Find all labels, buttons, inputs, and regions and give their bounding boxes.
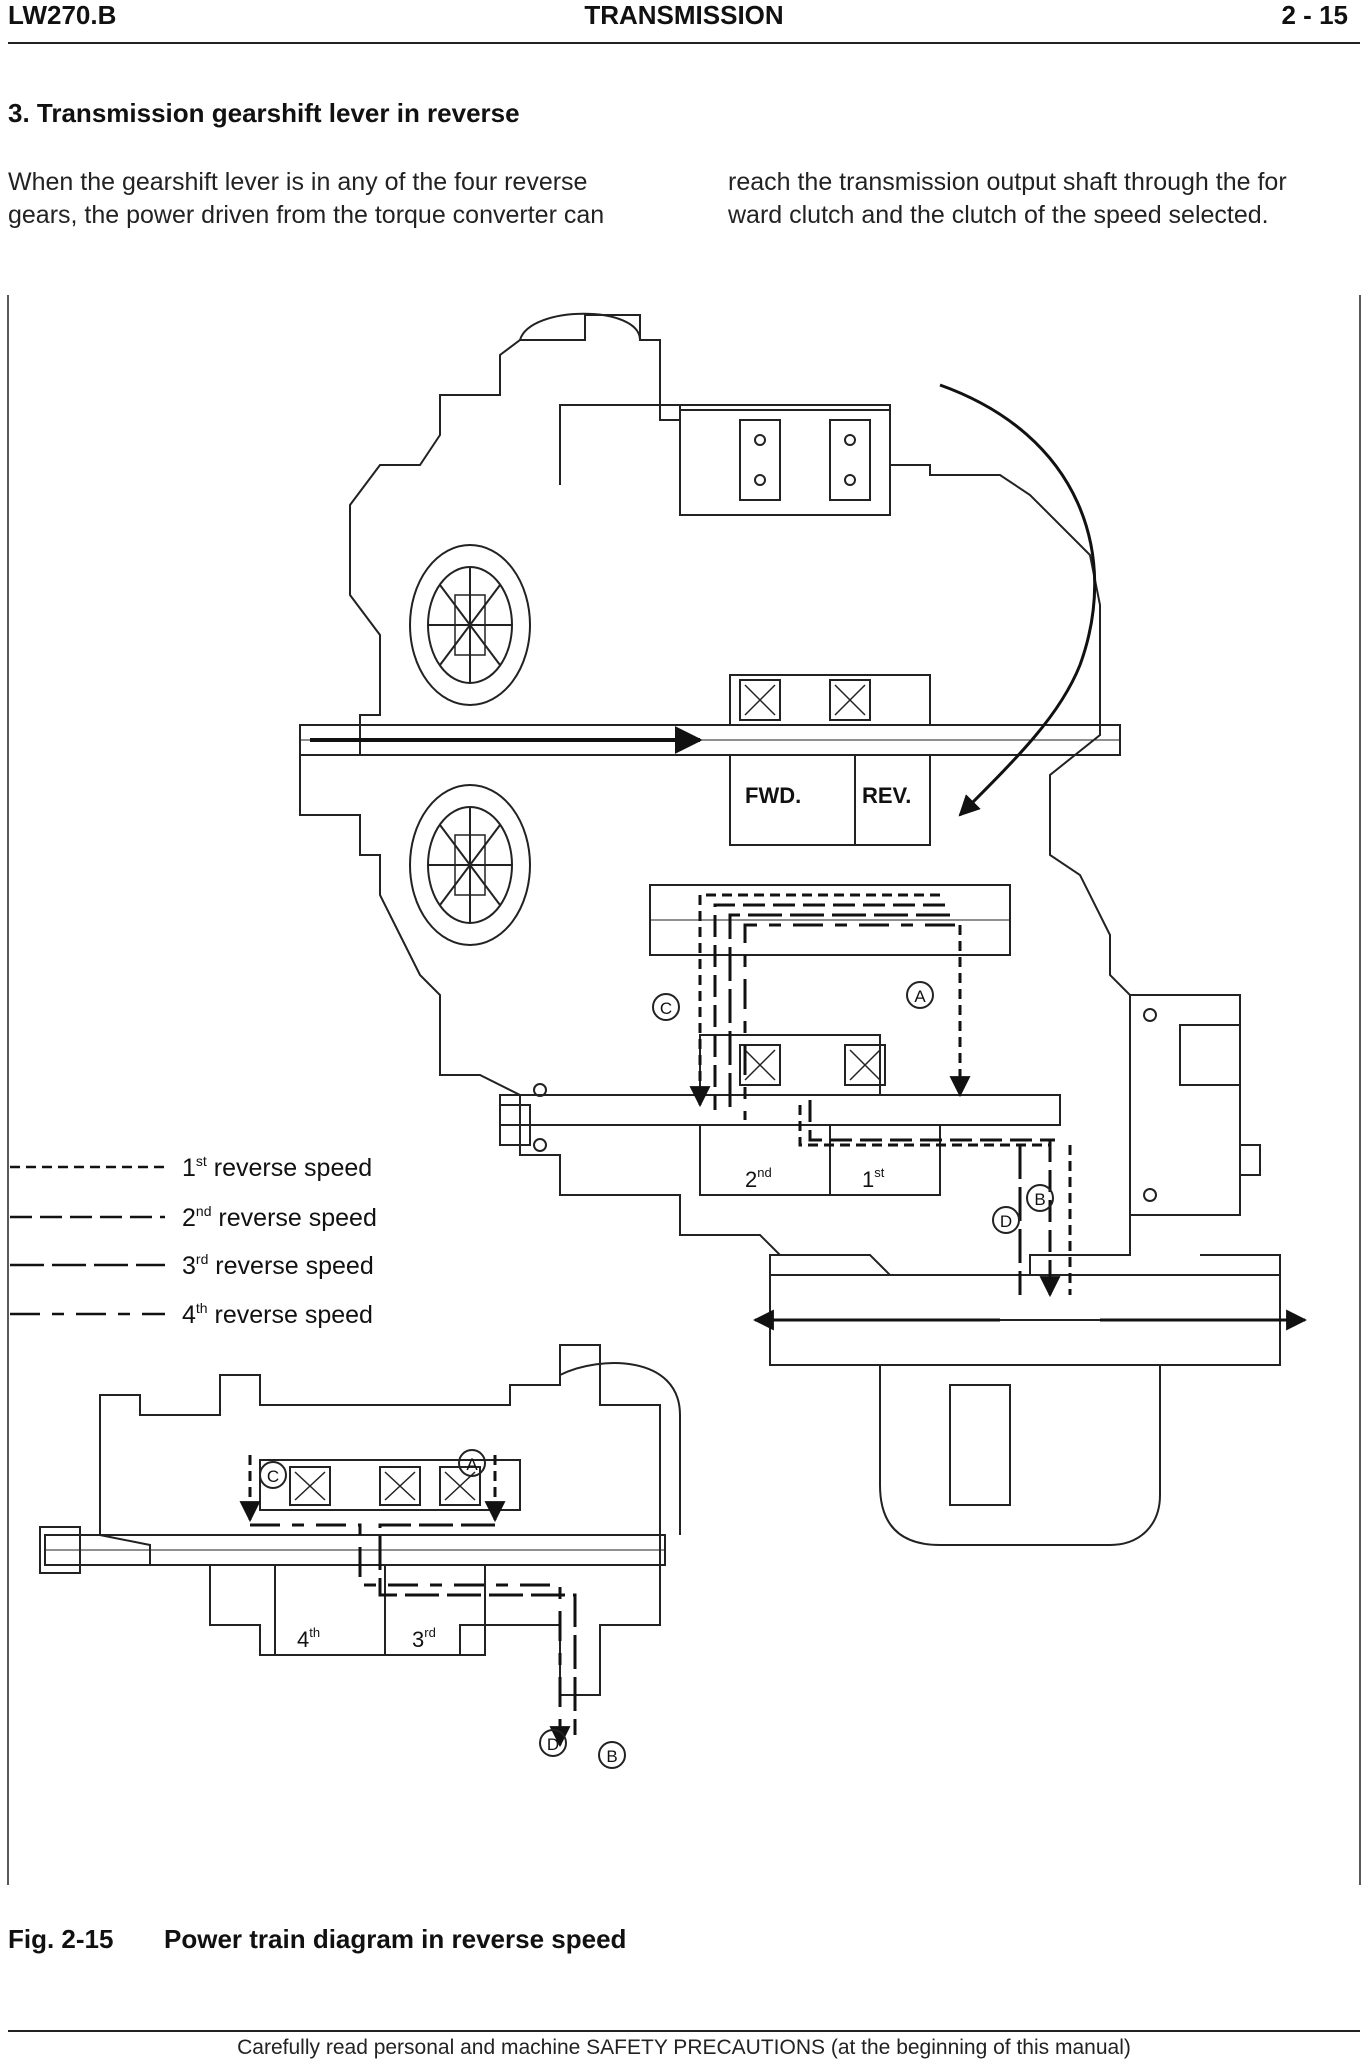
- svg-text:A: A: [914, 987, 926, 1006]
- header-rule: [8, 42, 1360, 44]
- oil-tube: [519, 312, 641, 341]
- footer-rule: [8, 2030, 1360, 2032]
- clutch-pack: [729, 674, 931, 846]
- svg-text:1st reverse speed: 1st reverse speed: [182, 1153, 372, 1182]
- inset-marker-b: B: [598, 1741, 626, 1769]
- svg-text:D: D: [1000, 1212, 1012, 1231]
- inset-shaft: [39, 1526, 666, 1574]
- body-text-line: reach the transmission output shaft thro…: [728, 168, 1287, 196]
- fwd-clutch-label: FWD.: [745, 783, 801, 808]
- figure-title: Power train diagram in reverse speed: [164, 1924, 627, 1954]
- footer-note: Carefully read personal and machine SAFE…: [237, 2036, 1131, 2059]
- svg-text:2nd reverse speed: 2nd reverse speed: [182, 1203, 377, 1232]
- pump-block: [679, 409, 891, 516]
- body-text-right-column: reach the transmission output shaft thro…: [728, 166, 1368, 232]
- range-shaft: [499, 1034, 1061, 1196]
- legend-item-3rd: 3rd reverse speed: [10, 1251, 374, 1280]
- svg-text:3rd reverse speed: 3rd reverse speed: [182, 1251, 374, 1280]
- rev-clutch-label: REV.: [862, 783, 911, 808]
- svg-text:B: B: [1034, 1190, 1045, 1209]
- transmission-housing: [299, 314, 1131, 1276]
- inset-marker-d: D: [539, 1729, 567, 1757]
- legend-item-2nd: 2nd reverse speed: [10, 1203, 377, 1232]
- inset-marker-c: C: [259, 1461, 287, 1489]
- counter-shaft: [649, 884, 1011, 956]
- power-train-diagram: FWD. REV. 2nd 1st A C B D 1st reverse sp…: [7, 295, 1361, 1885]
- svg-text:C: C: [267, 1467, 279, 1486]
- svg-text:B: B: [606, 1747, 617, 1766]
- marker-b: B: [1026, 1184, 1054, 1212]
- marker-c: C: [652, 993, 680, 1021]
- inset-clutch-bearings: [259, 1459, 521, 1511]
- output-shaft: [769, 1254, 1281, 1546]
- legend-item-1st: 1st reverse speed: [10, 1153, 372, 1182]
- torque-converter: [409, 544, 531, 946]
- figure-number: Fig. 2-15: [8, 1924, 114, 1954]
- power-flow-reverse-arc: [939, 383, 1097, 817]
- svg-text:C: C: [660, 999, 672, 1018]
- chapter-title: TRANSMISSION: [584, 0, 784, 30]
- body-text-line: ward clutch and the clutch of the speed …: [728, 201, 1269, 229]
- section-title: 3. Transmission gearshift lever in rever…: [8, 98, 520, 128]
- marker-d: D: [992, 1206, 1020, 1234]
- legend-item-4th: 4th reverse speed: [10, 1300, 373, 1329]
- inset-housing: [99, 1344, 681, 1696]
- svg-text:D: D: [547, 1735, 559, 1754]
- svg-text:A: A: [466, 1455, 478, 1474]
- body-text-left-column: When the gearshift lever is in any of th…: [8, 166, 668, 232]
- gear-label-1st: 1st: [862, 1165, 885, 1192]
- output-housing: [1129, 994, 1261, 1216]
- gear-label-4th: 4th: [297, 1625, 320, 1652]
- gear-label-2nd: 2nd: [745, 1165, 772, 1192]
- inset-power-flow: [239, 1455, 577, 1748]
- svg-text:4th reverse speed: 4th reverse speed: [182, 1300, 373, 1329]
- body-text-line: When the gearshift lever is in any of th…: [8, 168, 588, 196]
- marker-a: A: [906, 981, 934, 1009]
- inset-gears: [274, 1564, 486, 1656]
- inset-marker-a: A: [458, 1449, 486, 1477]
- page-number: 2 - 15: [1281, 0, 1349, 30]
- gear-label-3rd: 3rd: [412, 1625, 436, 1652]
- body-text-line: gears, the power driven from the torque …: [8, 201, 605, 229]
- doc-code: LW270.B: [8, 0, 117, 30]
- legend: 1st reverse speed 2nd reverse speed 3rd …: [10, 1153, 377, 1329]
